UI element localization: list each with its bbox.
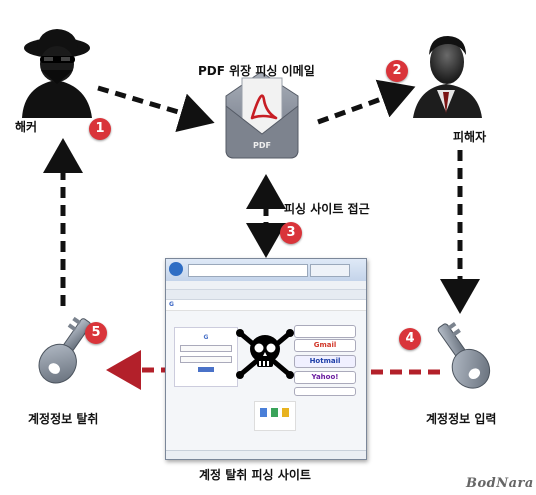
label-site: 계정 탈취 피싱 사이트: [199, 468, 311, 482]
provider-other: [294, 387, 356, 396]
provider-gmail: Gmail: [294, 339, 356, 352]
label-stolen: 계정정보 탈취: [28, 412, 99, 426]
step-badge-1: 1: [89, 118, 111, 140]
label-input: 계정정보 입력: [426, 412, 497, 426]
yahoo-label: Yahoo!: [311, 373, 339, 381]
fake-login-form: G: [174, 327, 238, 387]
browser-menubar: [166, 281, 366, 290]
gmail-label: Gmail: [313, 341, 337, 349]
docs-header: G: [166, 300, 366, 311]
hacker-icon: [22, 29, 92, 118]
victim-icon: [413, 36, 482, 118]
key-right-icon: [437, 321, 491, 389]
step-badge-2: 2: [386, 60, 408, 82]
browser-statusbar: [166, 450, 366, 459]
label-email: PDF 위장 피싱 이메일: [198, 64, 315, 78]
skull-crossbones-icon: [236, 329, 294, 379]
browser-titlebar: [166, 259, 366, 281]
label-phishing-access: 피싱 사이트 접근: [284, 202, 370, 216]
sheet-icon: [271, 408, 278, 417]
fake-signin-button: [198, 367, 214, 372]
address-bar: [188, 264, 308, 277]
doc-icon: [260, 408, 267, 417]
arrow-hacker-to-email: [97, 85, 215, 132]
browser-favbar: [166, 290, 366, 300]
browser-tab: [310, 264, 350, 277]
provider-hotmail: Hotmail: [294, 355, 356, 368]
step-badge-5: 5: [85, 322, 107, 344]
fake-username-field: [180, 345, 232, 352]
step-badge-3: 3: [280, 222, 302, 244]
slide-icon: [282, 408, 289, 417]
fake-password-field: [180, 356, 232, 363]
provider-option: [294, 325, 356, 338]
label-hacker: 해커: [15, 120, 38, 134]
arrow-email-to-victim: [317, 79, 416, 125]
pdf-envelope-icon: PDF: [225, 71, 299, 159]
hotmail-label: Hotmail: [309, 357, 341, 365]
key-left-icon: [38, 316, 91, 384]
back-icon: [169, 262, 183, 276]
phishing-site-screenshot: G G Gmail Hotmail Yahoo!: [165, 258, 367, 460]
brand-watermark: BodNara: [466, 476, 534, 491]
provider-yahoo: Yahoo!: [294, 371, 356, 384]
label-victim: 피해자: [453, 130, 487, 144]
docs-panel: [254, 401, 296, 431]
svg-text:PDF: PDF: [253, 141, 271, 150]
form-logo: G: [203, 334, 209, 341]
google-logo: G: [169, 301, 174, 308]
step-badge-4: 4: [399, 328, 421, 350]
